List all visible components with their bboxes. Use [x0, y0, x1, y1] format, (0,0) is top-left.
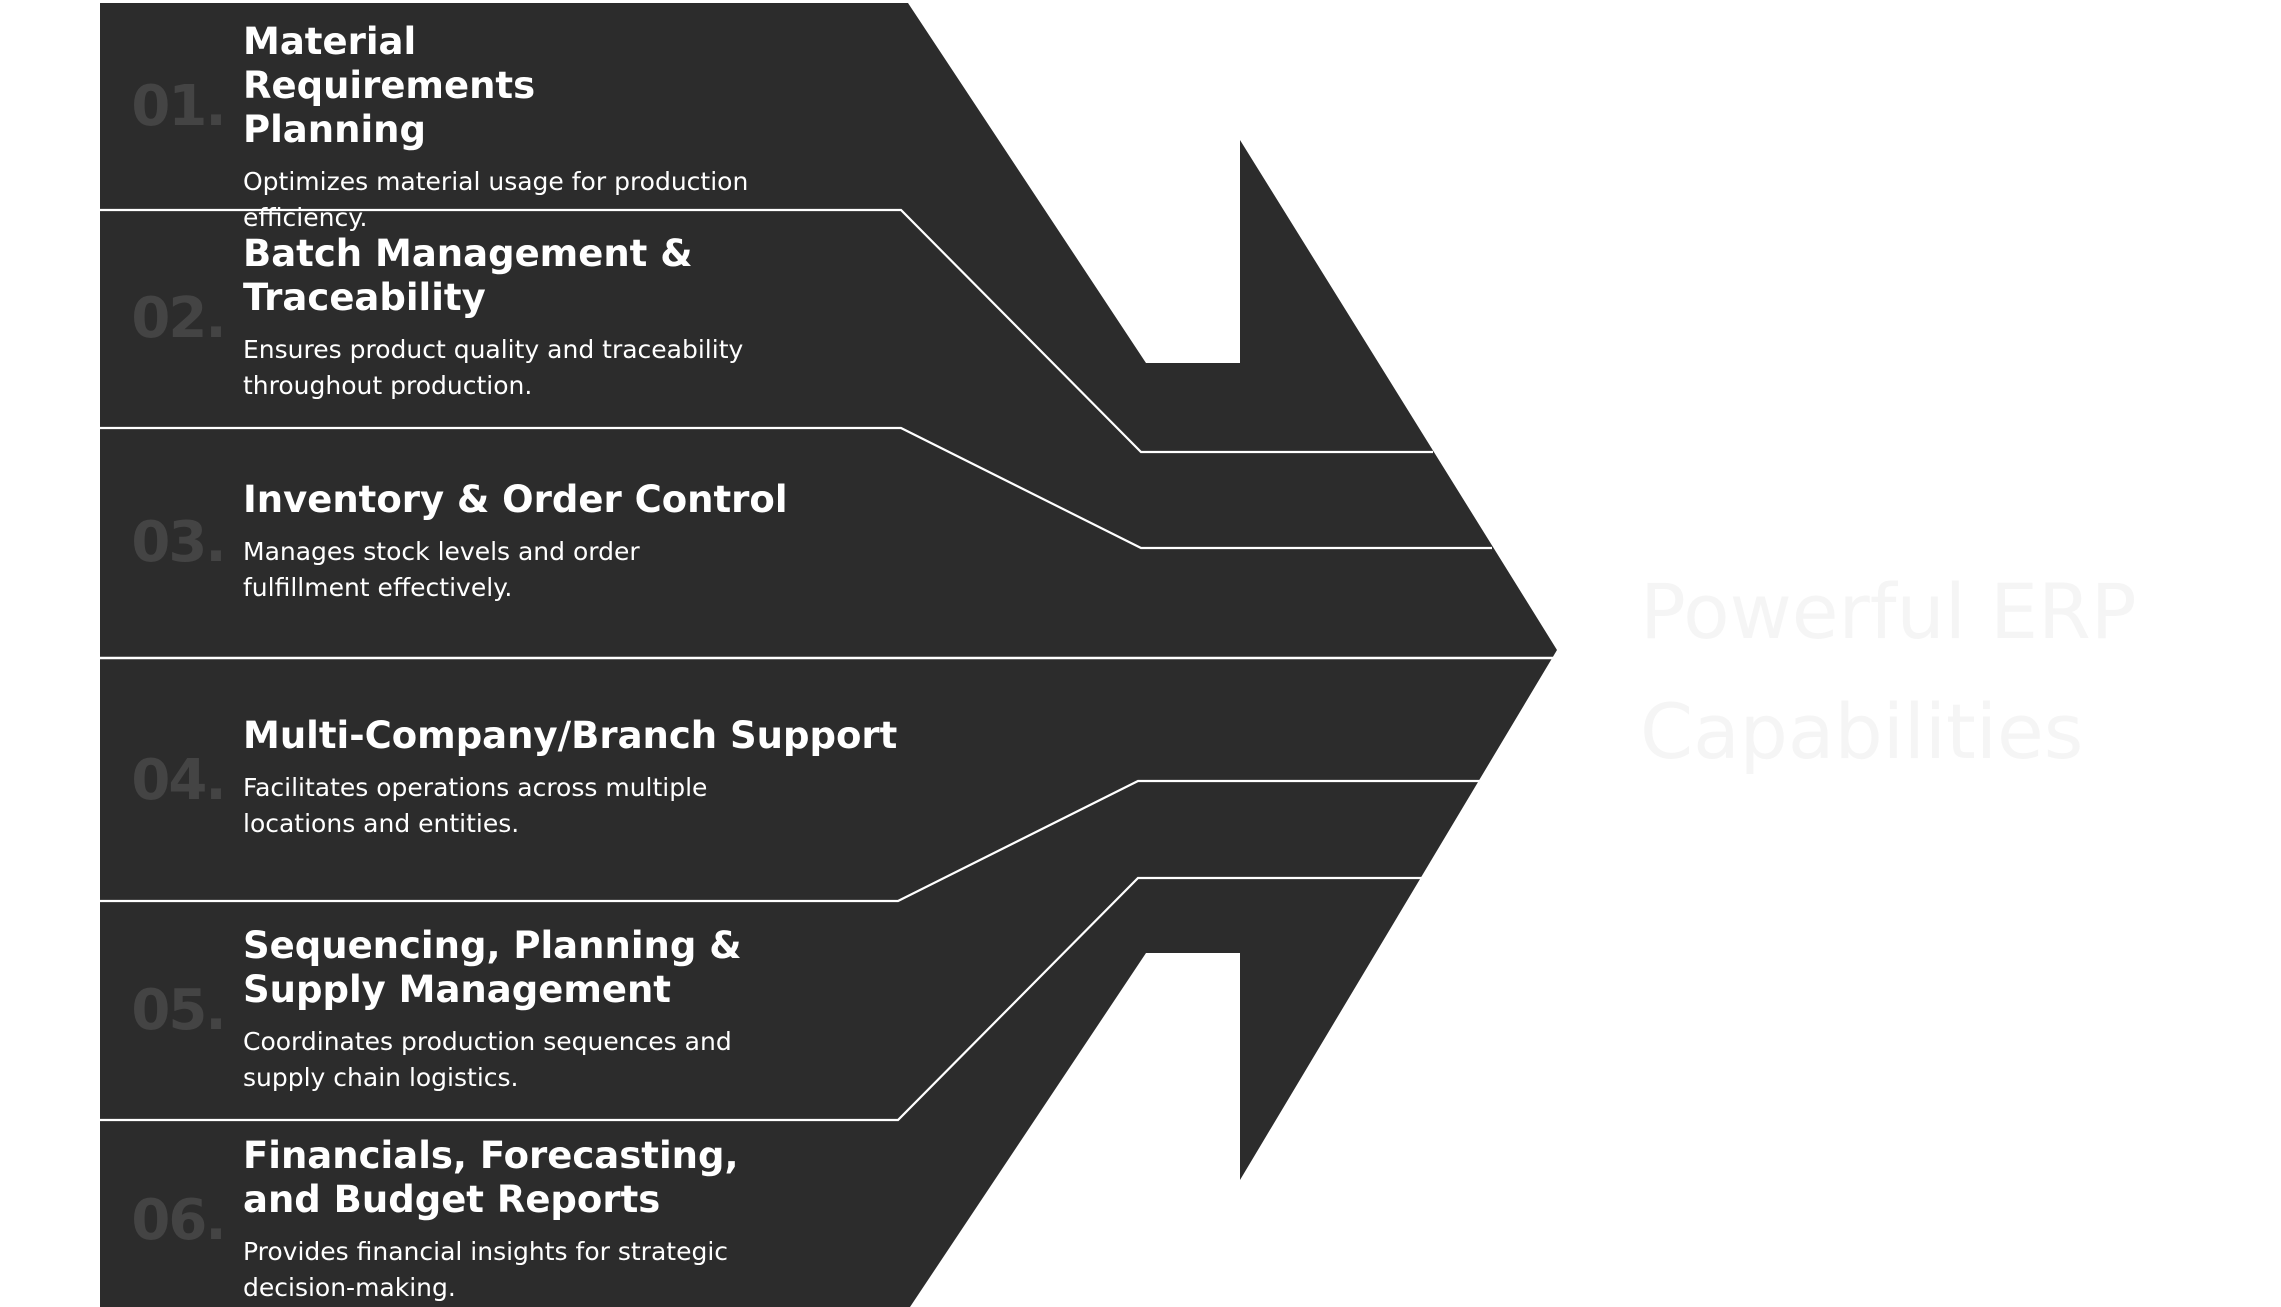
item-number: 03. [131, 510, 226, 575]
item-number: 04. [131, 748, 226, 813]
item-number: 06. [131, 1188, 226, 1253]
divider-2 [100, 426, 1492, 550]
item-description: Coordinates production sequences and sup… [243, 1027, 732, 1092]
item-description: Provides financial insights for strategi… [243, 1237, 729, 1302]
item-number: 05. [131, 978, 226, 1043]
arrow-shape [100, 3, 1557, 1307]
item-title: Financials, Forecasting, and Budget Repo… [243, 1134, 739, 1221]
divider-1 [100, 208, 1433, 454]
diagram-title: Powerful ERP Capabilities [1640, 567, 2137, 776]
item-description: Ensures product quality and traceability… [243, 335, 744, 400]
item-description: Optimizes material usage for production … [243, 167, 749, 232]
item-description: Facilitates operations across multiple l… [243, 773, 708, 838]
divider-4 [100, 779, 1486, 903]
item-title: Material Requirements Planning [243, 20, 536, 151]
item-description: Manages stock levels and order fulfillme… [243, 537, 640, 602]
item-number: 02. [131, 286, 226, 351]
item-title: Multi-Company/Branch Support [243, 714, 898, 757]
item-title: Sequencing, Planning & Supply Management [243, 924, 742, 1011]
divider-5 [100, 876, 1428, 1122]
item-title: Batch Management & Traceability [243, 232, 693, 319]
item-title: Inventory & Order Control [243, 478, 788, 521]
item-number: 01. [131, 74, 226, 139]
